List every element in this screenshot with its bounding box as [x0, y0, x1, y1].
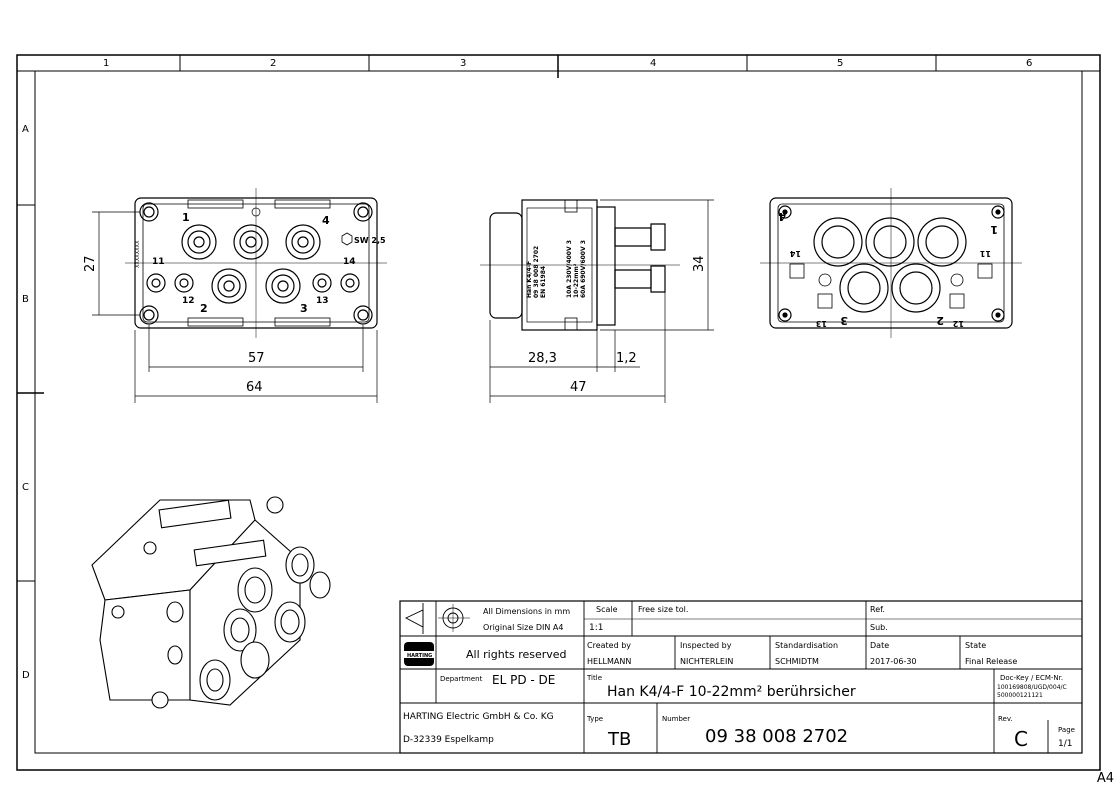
scale-label: Scale [596, 605, 618, 614]
pin-label: 4 [322, 214, 330, 227]
pin-label: 14 [343, 257, 356, 267]
front-dimension-values: 27 57 64 [83, 255, 265, 395]
page-value: 1/1 [1058, 739, 1072, 749]
type-label: Type [586, 715, 603, 723]
side-marking-line: 10A 230V/400V 3 [566, 240, 573, 298]
pin-label: 11 [979, 249, 991, 258]
inspected-by-label: Inspected by [680, 641, 732, 650]
pin-label: 11 [152, 257, 165, 267]
tolerance-text: Free size tol. [638, 605, 688, 614]
title-label: Title [586, 674, 602, 682]
pin-label: 12 [953, 319, 964, 328]
pin-label: 1 [182, 211, 190, 224]
side-marking-line: 10-22mm² [573, 263, 580, 298]
column-label: 3 [460, 58, 466, 69]
rear-view-labels: 4 1 3 2 14 11 13 12 [778, 210, 998, 328]
inspected-by-value: NICHTERLEIN [680, 657, 733, 666]
date-value: 2017-06-30 [870, 657, 917, 666]
side-marking-line: Han K4/4-F [526, 261, 533, 298]
isometric-view [91, 496, 331, 709]
dim-height: 27 [83, 255, 98, 272]
row-label: B [22, 294, 29, 305]
dims-note-2: Original Size DIN A4 [483, 623, 563, 632]
title-block-lines [399, 600, 1083, 754]
sub-label: Sub. [870, 623, 888, 632]
department-value: EL PD - DE [492, 673, 555, 687]
side-dimension-values: 34 28,3 1,2 47 [528, 255, 707, 395]
side-view [480, 199, 680, 331]
side-marking-line: 60A 690V/600V 3 [580, 240, 587, 298]
pin-label: 13 [316, 296, 329, 306]
state-label: State [965, 641, 986, 650]
company-address: D-32339 Espelkamp [403, 735, 494, 745]
number-value: 09 38 008 2702 [705, 726, 848, 747]
dim-height: 34 [692, 255, 707, 272]
company-name: HARTING Electric GmbH & Co. KG [403, 712, 554, 722]
dims-note-1: All Dimensions in mm [483, 607, 570, 616]
number-label: Number [662, 715, 690, 723]
rev-value: C [1014, 727, 1028, 751]
logo-text: HARTING [407, 653, 432, 659]
front-dimensions [92, 211, 378, 403]
page-label: Page [1058, 726, 1075, 734]
pin-label: 3 [840, 314, 848, 327]
department-label: Department [440, 675, 483, 683]
dim-gap: 1,2 [616, 351, 637, 366]
dim-width-outer: 64 [246, 380, 263, 395]
dim-width-inner: 57 [248, 351, 265, 366]
type-value: TB [607, 729, 631, 750]
rights-text: All rights reserved [466, 648, 567, 661]
pin-label: 12 [182, 296, 195, 306]
title-block-text: All Dimensions in mm Original Size DIN A… [403, 605, 1075, 751]
side-dimensions [489, 199, 714, 403]
pin-label: 2 [936, 314, 944, 327]
rear-view [760, 188, 1022, 338]
standardisation-label: Standardisation [775, 641, 838, 650]
front-view [125, 188, 387, 338]
pin-label: 2 [200, 302, 208, 315]
column-label: 1 [103, 58, 109, 69]
side-marking-line: EN 61984 [540, 266, 547, 298]
pin-label: 4 [778, 210, 786, 223]
created-by-value: HELLMANN [587, 657, 631, 666]
pin-label: 13 [816, 319, 827, 328]
column-label: 4 [650, 58, 656, 69]
side-marking: XXXXXXXX [135, 240, 141, 268]
column-label: 6 [1026, 58, 1032, 69]
date-label: Date [870, 641, 889, 650]
ref-label: Ref. [870, 605, 885, 614]
row-label: D [22, 670, 30, 681]
column-labels: 1 2 3 4 5 6 [103, 58, 1032, 69]
standardisation-value: SCHMIDTM [775, 657, 819, 666]
pin-label: 1 [990, 223, 998, 236]
column-label: 5 [837, 58, 843, 69]
row-labels: A B C D [22, 124, 30, 681]
dim-body: 28,3 [528, 351, 557, 366]
state-value: Final Release [965, 657, 1017, 666]
harting-logo: HARTING [404, 642, 434, 666]
row-label: A [22, 124, 29, 135]
rev-label: Rev. [998, 715, 1013, 723]
wrench-label: SW 2,5 [354, 236, 386, 245]
doc-key-value-1: 100169808/UGD/004/C [997, 684, 1067, 691]
column-label: 2 [270, 58, 276, 69]
row-label: C [22, 482, 29, 493]
dim-total: 47 [570, 380, 587, 395]
pin-label: 3 [300, 302, 308, 315]
front-view-labels: 1 2 3 4 11 12 13 14 SW 2,5 XXXXXXXX [135, 211, 386, 315]
doc-key-label: Doc-Key / ECM-Nr. [1000, 674, 1063, 682]
scale-value: 1:1 [589, 623, 603, 633]
sheet-size-mark: A4 [1096, 771, 1114, 786]
pin-label: 14 [789, 249, 801, 258]
side-marking-line: 09 38 008 2702 [533, 246, 540, 298]
title-value: Han K4/4-F 10-22mm² berührsicher [607, 684, 856, 700]
side-view-labels: Han K4/4-F 09 38 008 2702 EN 61984 10A 2… [526, 240, 587, 298]
created-by-label: Created by [587, 641, 631, 650]
doc-key-value-2: 500000121121 [997, 692, 1043, 699]
